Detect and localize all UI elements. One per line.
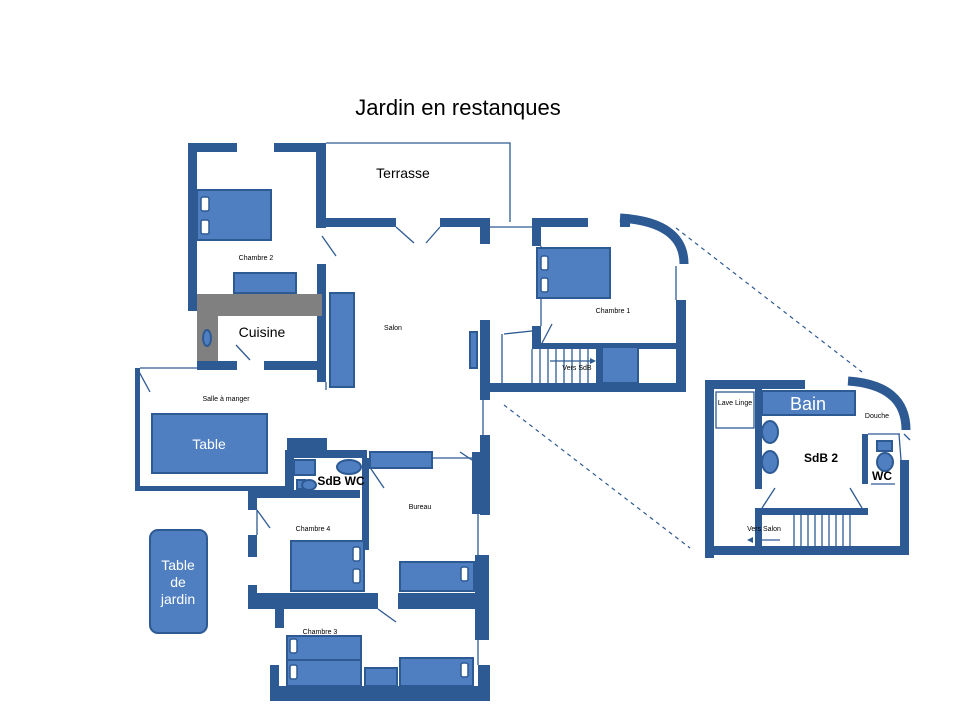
vanity: [293, 459, 316, 476]
beds-chambre3: [286, 635, 474, 687]
label-table-jardin-2: de: [170, 574, 186, 590]
wc-icon: [876, 452, 894, 472]
zoom-line-top: [675, 227, 863, 373]
desk-chambre2: [233, 272, 297, 294]
toilet-icon: [301, 479, 317, 491]
label-terrasse: Terrasse: [376, 165, 430, 181]
washbasin-icon: [336, 459, 362, 475]
label-cuisine: Cuisine: [239, 324, 286, 340]
basin-1-icon: [761, 420, 779, 444]
door-swings: [136, 226, 553, 623]
label-vers-sdb: Vers SdB: [562, 365, 592, 372]
label-lave-linge: Lave Linge: [718, 400, 752, 407]
washing-machine-box: [715, 391, 755, 429]
basin-2-icon: [761, 450, 779, 474]
label-table-jardin-3: jardin: [160, 591, 195, 607]
bed-chambre1: [536, 247, 611, 299]
curved-wall: [619, 213, 689, 265]
plan-title: Jardin en restanques: [355, 95, 560, 120]
label-sdb2: SdB 2: [804, 451, 838, 465]
sofa: [329, 292, 355, 388]
bed-chambre2: [196, 189, 272, 241]
bed-chambre4: [290, 540, 365, 592]
terrasse-outline: [326, 142, 511, 222]
label-salle-a-manger: Salle à manger: [202, 396, 250, 403]
label-bain: Bain: [790, 394, 826, 414]
kitchen-counter: [197, 294, 322, 316]
label-wc: WC: [872, 469, 892, 483]
label-chambre1: Chambre 1: [596, 308, 631, 315]
label-table: Table: [192, 436, 226, 452]
wc-tank: [876, 440, 893, 452]
stairs-chambre1: [501, 334, 596, 383]
walls-detail: [705, 380, 909, 558]
sink-icon: [202, 329, 212, 347]
bathtub: [761, 390, 856, 416]
wardrobe-chambre1: [601, 346, 639, 384]
label-table-jardin-1: Table: [161, 557, 195, 573]
tv-unit: [469, 331, 478, 369]
label-chambre3: Chambre 3: [303, 629, 338, 636]
bed-bureau: [399, 561, 475, 592]
label-bureau: Bureau: [409, 504, 432, 511]
stairs-detail: [747, 515, 851, 546]
dining-table: [151, 413, 268, 474]
label-salon: Salon: [384, 325, 402, 332]
label-chambre2: Chambre 2: [239, 255, 274, 262]
label-chambre4: Chambre 4: [296, 526, 331, 533]
zoom-line-bottom: [503, 404, 691, 549]
curved-wall-detail: [847, 376, 911, 431]
garden-table: [149, 529, 208, 634]
label-vers-salon: Vers Salon: [747, 526, 781, 533]
label-sdb-wc: SdB WC: [317, 474, 365, 488]
bureau-shelf: [369, 451, 433, 469]
label-douche: Douche: [865, 413, 889, 420]
